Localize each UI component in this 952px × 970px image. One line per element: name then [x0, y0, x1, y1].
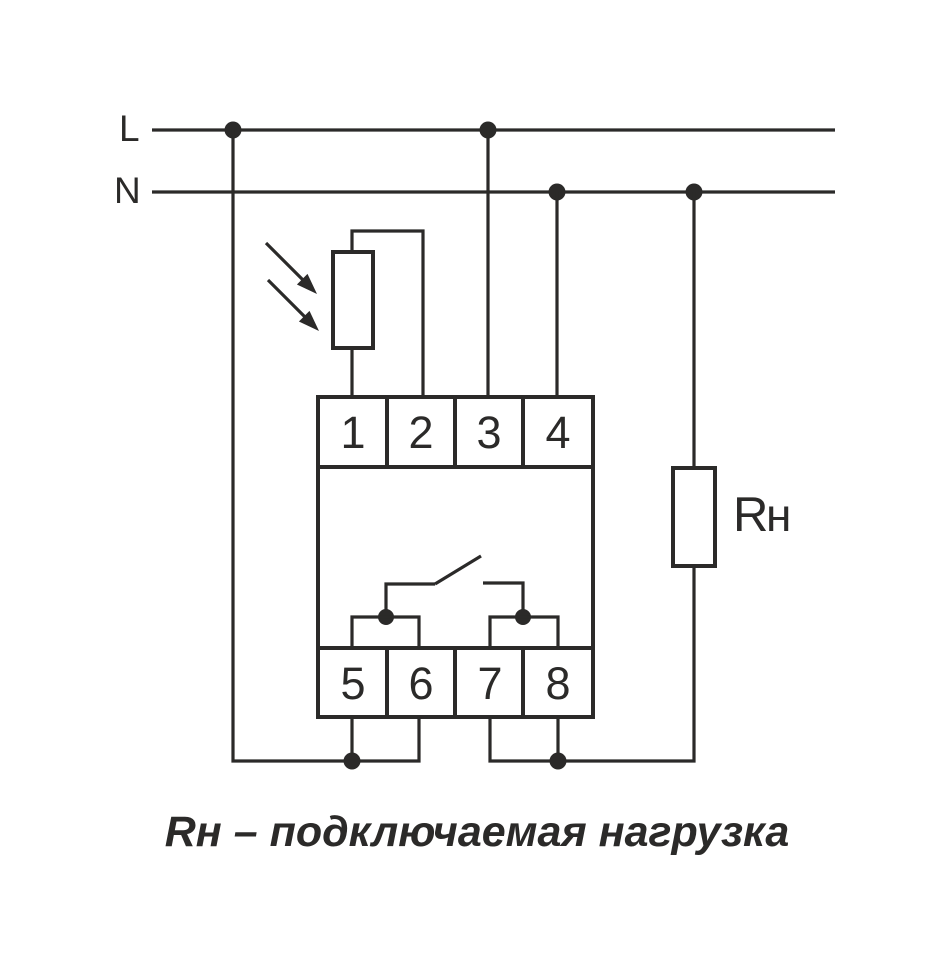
load-resistor-body	[671, 466, 717, 568]
diagram-caption: Rн – подключаемая нагрузка	[165, 808, 790, 856]
wire-L-to-terminals-5-6	[231, 130, 421, 763]
light-ray-arrowhead-1	[296, 273, 317, 294]
terminal-5-label: 5	[340, 658, 365, 709]
light-ray-arrow-shaft-2	[266, 278, 308, 320]
photoresistor	[264, 229, 425, 397]
terminal-4-label: 4	[545, 407, 570, 458]
bridge-terminals-7-8	[488, 615, 560, 648]
light-ray-arrowhead-2	[298, 310, 319, 331]
wire-terminals-7-8-to-load	[488, 566, 696, 763]
terminal-8-label: 8	[545, 658, 570, 709]
terminal-1-label: 1	[340, 407, 365, 458]
load-resistor: R н	[671, 466, 791, 568]
light-ray-arrows-icon	[264, 241, 319, 331]
line-L-label: L	[119, 108, 141, 149]
terminal-2-label: 2	[408, 407, 433, 458]
terminal-7-label: 7	[477, 658, 502, 709]
contact-switch-arm	[434, 554, 482, 586]
light-ray-arrow-shaft-1	[264, 241, 306, 283]
load-label-R: R	[733, 488, 768, 542]
drop-wires	[486, 130, 696, 468]
line-N-label: N	[114, 170, 142, 211]
bridge-terminals-5-6	[350, 615, 421, 648]
junction-dot-terminal8	[549, 752, 567, 770]
relay-contact-symbol	[350, 554, 560, 648]
junction-dot-terminal5	[343, 752, 361, 770]
terminal-6-label: 6	[408, 658, 433, 709]
contact-right-lead	[483, 581, 525, 617]
relay-device: 1 2 3 4 5 6 7 8	[316, 395, 595, 719]
photoresistor-body	[331, 250, 375, 350]
bottom-wiring	[231, 130, 696, 770]
load-label-n: н	[766, 489, 791, 541]
power-rails: L N	[114, 108, 835, 211]
contact-left-lead	[384, 582, 435, 617]
terminal-3-label: 3	[476, 407, 501, 458]
wire-photoresistor-top-to-terminal2	[350, 229, 425, 397]
